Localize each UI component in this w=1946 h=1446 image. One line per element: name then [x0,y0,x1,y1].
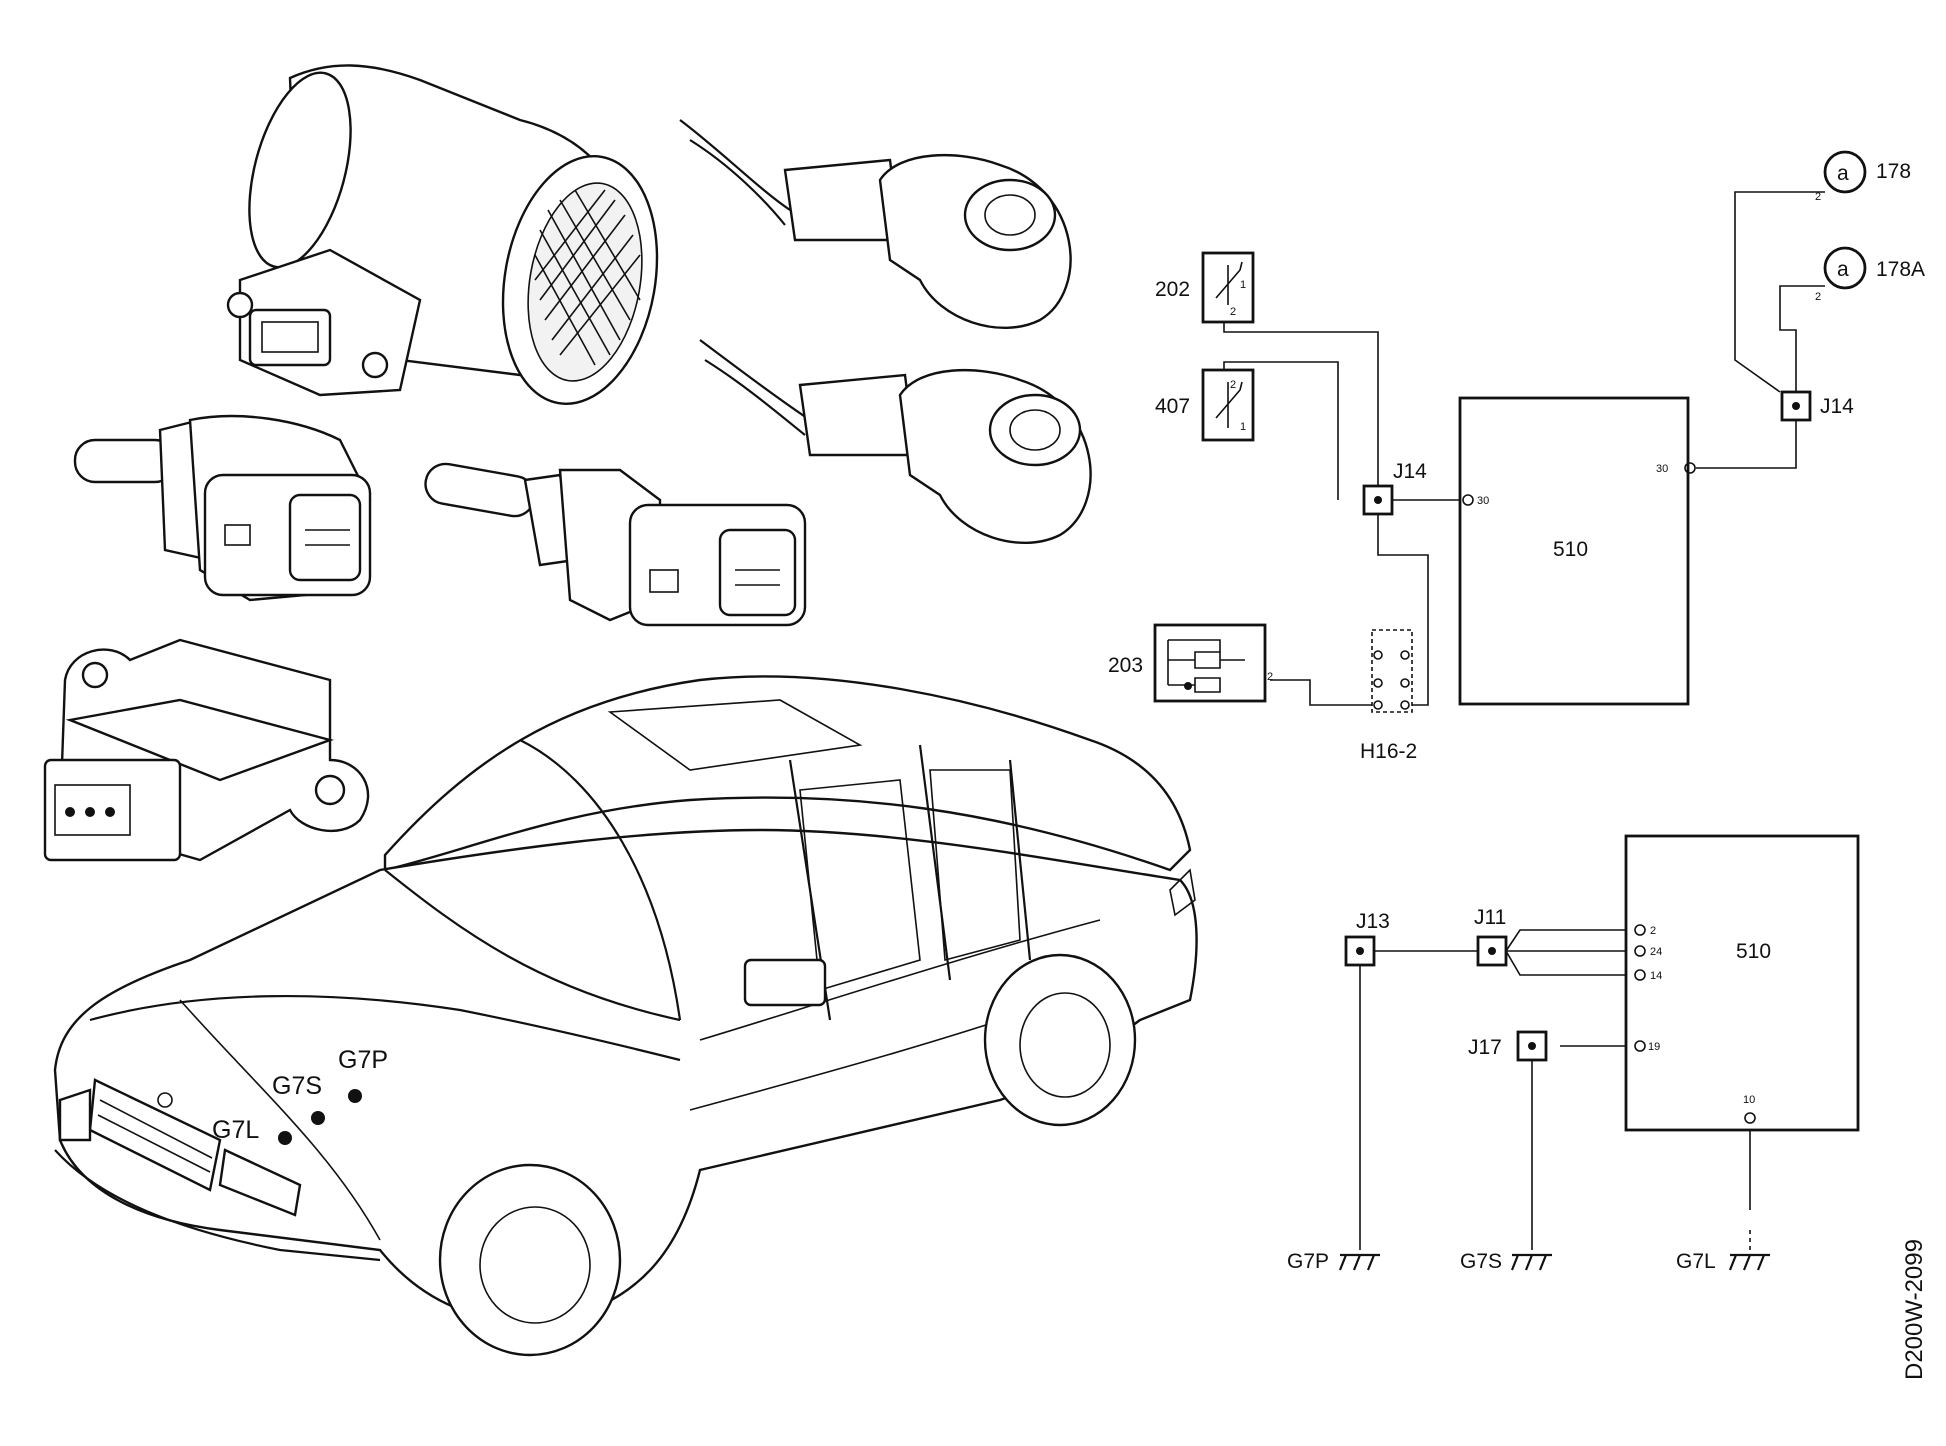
car-ground-g7s-label: G7S [272,1072,322,1100]
component-178a-label: 178A [1876,258,1925,281]
component-203-box [1153,623,1267,703]
ecu-top-pin-left: 30 [1477,495,1489,507]
pin-178a-2: 2 [1815,291,1821,303]
drawing-id: D200W-2099 [1901,1239,1928,1380]
ecu-bottom-pin-10: 10 [1743,1094,1755,1106]
ecu-510-bottom-box [1624,834,1860,1132]
pin-202-2: 2 [1230,306,1236,318]
car-ground-g7l-label: G7L [212,1116,259,1144]
ground-g7p-label: G7P [1287,1250,1329,1273]
upper-schematic: 2 1 202 2 1 407 J14 2 203 H16-2 510 30 3… [1108,150,1925,763]
ecu-510-top-box [1458,396,1690,706]
car-illustration [53,675,1198,1357]
air-mass-meter-illustration [226,64,659,405]
ecu-510-bottom-label: 510 [1736,940,1771,963]
connector-h16-2 [1371,629,1413,713]
pin-202-1: 1 [1240,279,1246,291]
component-202-label: 202 [1155,278,1190,301]
component-407-label: 407 [1155,395,1190,418]
pin-407-2: 2 [1230,379,1236,391]
ecu-510-top-label: 510 [1553,538,1588,561]
junction-j14-left-label: J14 [1393,460,1427,483]
lower-schematic: J13 J11 J17 510 2 24 14 19 10 G7P G7S [1287,834,1860,1273]
throttle-position-sensor-illustration [43,638,370,862]
component-178-symbol [1823,150,1867,194]
car-ground-markers: G7P G7S G7L [212,1046,388,1145]
ecu-top-pin-right: 30 [1656,463,1668,475]
junction-j14-right [1780,390,1812,422]
ground-g7l-label: G7L [1676,1250,1716,1273]
junction-j14-right-label: J14 [1820,395,1854,418]
junction-j17-label: J17 [1468,1036,1502,1059]
ground-g7s-symbol [1510,1253,1552,1271]
component-178-label: 178 [1876,160,1911,183]
ecu-bottom-pin-24: 24 [1650,946,1662,958]
connector-h16-2-label: H16-2 [1360,740,1417,763]
car-ground-g7l-dot [278,1131,292,1145]
knock-sensor-2-illustration [699,339,1092,544]
svg-text:a: a [1837,162,1849,185]
pin-178-2: 2 [1815,191,1821,203]
junction-j13-label: J13 [1356,910,1390,933]
pin-203-2: 2 [1267,671,1273,683]
car-ground-g7p-label: G7P [338,1046,388,1074]
car-ground-g7p-dot [348,1089,362,1103]
svg-text:a: a [1837,258,1849,281]
ecu-bottom-pin-14: 14 [1650,970,1662,982]
ecu-bottom-pin-2: 2 [1650,925,1656,937]
car-ground-g7s-dot [311,1111,325,1125]
pin-407-1: 1 [1240,421,1246,433]
component-178a-symbol [1823,246,1867,290]
ground-g7p-symbol [1338,1253,1380,1271]
temperature-sensor-1-illustration [73,414,372,602]
ecu-bottom-pin-19: 19 [1648,1041,1660,1053]
ground-g7s-label: G7S [1460,1250,1502,1273]
knock-sensor-1-illustration [679,119,1072,329]
junction-j11-label: J11 [1474,906,1506,929]
component-203-label: 203 [1108,654,1143,677]
temperature-sensor-2-illustration [424,462,807,627]
ground-g7l-symbol [1728,1253,1770,1271]
